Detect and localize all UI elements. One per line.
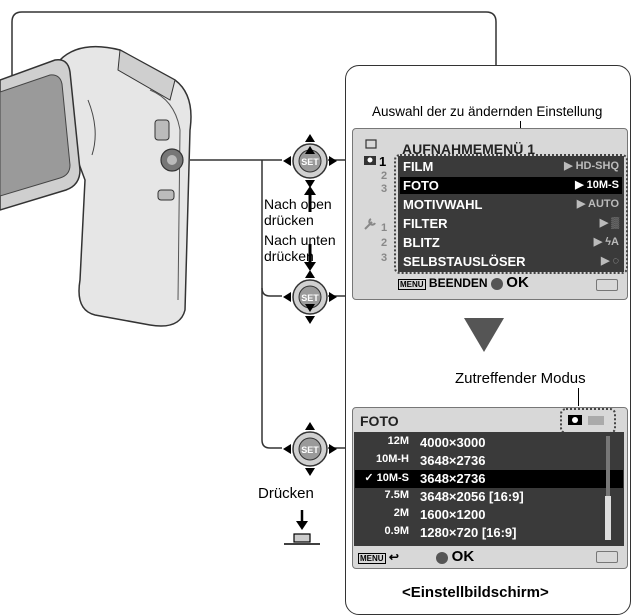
menu-key-icon: MENU bbox=[358, 553, 386, 564]
selection-highlight bbox=[394, 154, 628, 274]
resolution-size: 4000×3000 bbox=[420, 435, 486, 450]
relevant-mode-label: Zutreffender Modus bbox=[455, 370, 586, 387]
menu-item-label: FOTO bbox=[403, 178, 439, 193]
wrench-icon bbox=[364, 218, 376, 230]
resolution-size: 3648×2056 [16:9] bbox=[420, 489, 524, 504]
menu-tab-setup-3[interactable]: 3 bbox=[380, 252, 388, 264]
footer-ok-label: OK bbox=[506, 274, 529, 291]
resolution-icon: ✓ 10M-S bbox=[364, 472, 409, 484]
set-key-icon bbox=[436, 551, 449, 564]
return-icon: ↩ bbox=[388, 550, 399, 564]
menu-item-value: ▶ ▒ bbox=[599, 217, 619, 229]
menu-item-label: FILM bbox=[403, 159, 434, 174]
resolution-size: 3648×2736 bbox=[420, 471, 486, 486]
resolution-size: 1600×1200 bbox=[420, 507, 486, 522]
resolution-icon: 2M bbox=[393, 507, 409, 519]
menu-item-value: ▶ ϟA bbox=[593, 236, 619, 248]
menu-tab-setup-2[interactable]: 2 bbox=[380, 237, 388, 249]
resolution-size: 1280×720 [16:9] bbox=[420, 525, 517, 540]
menu-item-motivwahl[interactable]: MOTIVWAHL ▶ AUTO bbox=[400, 196, 622, 213]
set-key-icon bbox=[490, 277, 503, 290]
camcorder-illustration bbox=[0, 45, 192, 327]
footer-ok-label: OK bbox=[451, 548, 475, 565]
settings-title: FOTO bbox=[360, 413, 399, 429]
resolution-option[interactable]: 0.9M 1280×720 [16:9] bbox=[355, 524, 623, 542]
menu-footer: MENU BEENDEN OK bbox=[398, 274, 529, 291]
menu-item-foto[interactable]: FOTO ▶ 10M-S bbox=[400, 177, 622, 194]
menu-item-label: SELBSTAUSLÖSER bbox=[403, 254, 526, 269]
menu-tab-setup-1[interactable]: 1 bbox=[380, 222, 388, 234]
menu-tab-3[interactable]: 3 bbox=[380, 183, 388, 195]
menu-item-filter[interactable]: FILTER ▶ ▒ bbox=[400, 215, 622, 232]
menu-item-label: FILTER bbox=[403, 216, 448, 231]
menu-item-value: ▶ ◌ bbox=[600, 255, 619, 267]
menu-item-value: ▶ AUTO bbox=[576, 198, 619, 210]
menu-item-film[interactable]: FILM ▶ HD-SHQ bbox=[400, 158, 622, 175]
menu-item-label: BLITZ bbox=[403, 235, 440, 250]
resolution-size: 3648×2736 bbox=[420, 453, 486, 468]
resolution-icon: 12M bbox=[387, 435, 409, 447]
set-dial-press[interactable]: SET bbox=[281, 420, 339, 478]
arrow-up-icon bbox=[304, 186, 316, 212]
resolution-icon: 7.5M bbox=[384, 489, 409, 501]
svg-text:1: 1 bbox=[379, 154, 386, 169]
resolution-option[interactable]: 10M-H 3648×2736 bbox=[355, 452, 623, 470]
menu-item-blitz[interactable]: BLITZ ▶ ϟA bbox=[400, 234, 622, 251]
menu-tab-column: 1 bbox=[362, 138, 390, 258]
press-down-label: Nach unten drücken bbox=[264, 232, 336, 264]
transition-arrow-icon bbox=[464, 318, 504, 352]
menu-title: AUFNAHMEMENÜ 1 bbox=[402, 141, 535, 157]
menu-tab-2[interactable]: 2 bbox=[380, 170, 388, 182]
mode-pointer-line bbox=[578, 388, 579, 406]
arrow-down-icon bbox=[304, 244, 316, 271]
settings-footer: MENU ↩ OK bbox=[358, 548, 618, 565]
scrollbar-thumb[interactable] bbox=[605, 496, 611, 540]
svg-text:SET: SET bbox=[301, 445, 319, 455]
resolution-icon: 10M-H bbox=[375, 453, 409, 465]
camera-mode-icon: 1 bbox=[364, 139, 386, 169]
menu-item-label: MOTIVWAHL bbox=[403, 197, 483, 212]
svg-text:SET: SET bbox=[301, 293, 319, 303]
press-label: Drücken bbox=[258, 485, 314, 502]
resolution-option-selected[interactable]: ✓ 10M-S 3648×2736 bbox=[355, 470, 623, 488]
press-button-icon bbox=[284, 510, 320, 545]
press-up-label: Nach oben drücken bbox=[264, 196, 332, 228]
resolution-icon: 0.9M bbox=[384, 525, 409, 537]
footer-end-label: BEENDEN bbox=[428, 276, 488, 290]
mode-icons bbox=[568, 415, 604, 425]
battery-icon bbox=[596, 551, 618, 563]
resolution-option[interactable]: 7.5M 3648×2056 [16:9] bbox=[355, 488, 623, 506]
svg-text:SET: SET bbox=[301, 157, 319, 167]
menu-item-value: ▶ HD-SHQ bbox=[564, 160, 619, 172]
resolution-option[interactable]: 2M 1600×1200 bbox=[355, 506, 623, 524]
menu-key-icon: MENU bbox=[398, 279, 426, 290]
settings-header bbox=[356, 411, 622, 431]
set-dial-up[interactable]: SET bbox=[281, 132, 339, 190]
set-dial-down[interactable]: SET bbox=[281, 268, 339, 326]
battery-icon bbox=[596, 279, 618, 291]
menu-item-value: ▶ 10M-S bbox=[575, 179, 619, 191]
menu-list bbox=[398, 156, 624, 272]
setting-select-label: Auswahl der zu ändernden Einstellung bbox=[372, 104, 603, 119]
resolution-option[interactable]: 12M 4000×3000 bbox=[355, 434, 623, 452]
settings-screen-caption: <Einstellbildschirm> bbox=[402, 584, 549, 601]
menu-item-selbstausloeser[interactable]: SELBSTAUSLÖSER ▶ ◌ bbox=[400, 253, 622, 270]
settings-list bbox=[354, 432, 624, 546]
scrollbar-track[interactable] bbox=[606, 436, 610, 540]
